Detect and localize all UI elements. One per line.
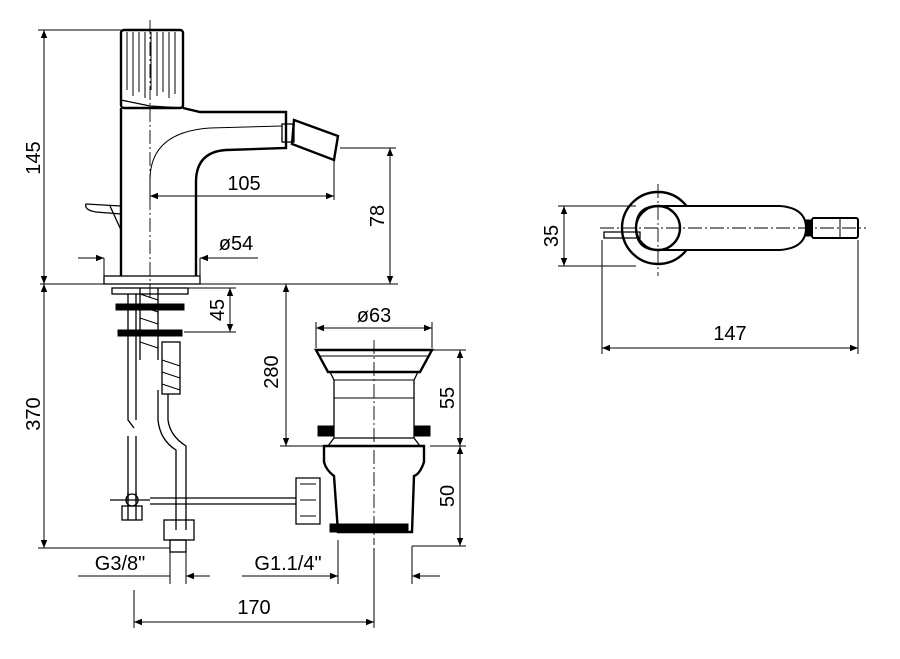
mixer-side-view [40, 20, 398, 300]
rod-nut [295, 477, 321, 525]
dim-370-label: 370 [23, 397, 45, 430]
dim-g114-label: G1.1/4" [254, 553, 321, 575]
dim-flexible-length: 370 [23, 284, 170, 549]
dim-waste-thread: G1.1/4" [242, 540, 440, 584]
dim-outlet-height: 78 [340, 147, 396, 284]
handle-cylinder [119, 28, 185, 110]
mixer-top-view [600, 184, 866, 276]
dim-145-label: 145 [23, 141, 45, 174]
dim-147-label: 147 [713, 323, 746, 345]
dim-63-label: ø63 [357, 305, 391, 327]
handle-knurl [126, 32, 176, 98]
waste-body [322, 444, 426, 534]
dim-waste-length: 280 [261, 284, 330, 447]
dim-35-label: 35 [541, 225, 563, 247]
dim-55-label: 55 [437, 387, 459, 409]
flexible-hose-right [157, 390, 187, 530]
dim-105-label: 105 [227, 173, 260, 195]
dim-50-label: 50 [437, 485, 459, 507]
dim-base-diameter: ø54 [78, 233, 258, 284]
mixer-body [119, 106, 288, 276]
dim-280-label: 280 [261, 355, 283, 388]
dim-54-label: ø54 [219, 233, 253, 255]
dim-overall-length: 147 [601, 240, 859, 354]
dim-78-label: 78 [367, 205, 389, 227]
dim-inlet-to-waste: 170 [133, 548, 375, 628]
flexible-hose-left [127, 294, 135, 500]
dim-inlet-thread: G3/8" [78, 552, 210, 584]
pop-up-lever [85, 203, 122, 215]
lever-top [603, 231, 641, 239]
dim-waste-upper: 55 [430, 349, 466, 447]
dim-170-label: 170 [237, 597, 270, 619]
dim-spout-height: 145 [23, 29, 121, 284]
dim-spout-reach: 105 [150, 160, 335, 200]
pop-up-waste [295, 340, 435, 545]
inlet-fitting [163, 519, 195, 541]
dim-waste-lower: 50 [412, 446, 466, 547]
dim-g38-label: G3/8" [95, 553, 145, 575]
dim-waste-diameter: ø63 [315, 305, 433, 348]
dim-deck-thickness: 45 [184, 287, 236, 333]
under-deck-assembly [110, 287, 296, 553]
dim-handle-depth: 35 [541, 205, 636, 267]
waste-flange [313, 348, 435, 374]
outlet-nozzle [290, 118, 340, 162]
base-plate [103, 275, 201, 285]
dim-45-label: 45 [207, 299, 229, 321]
